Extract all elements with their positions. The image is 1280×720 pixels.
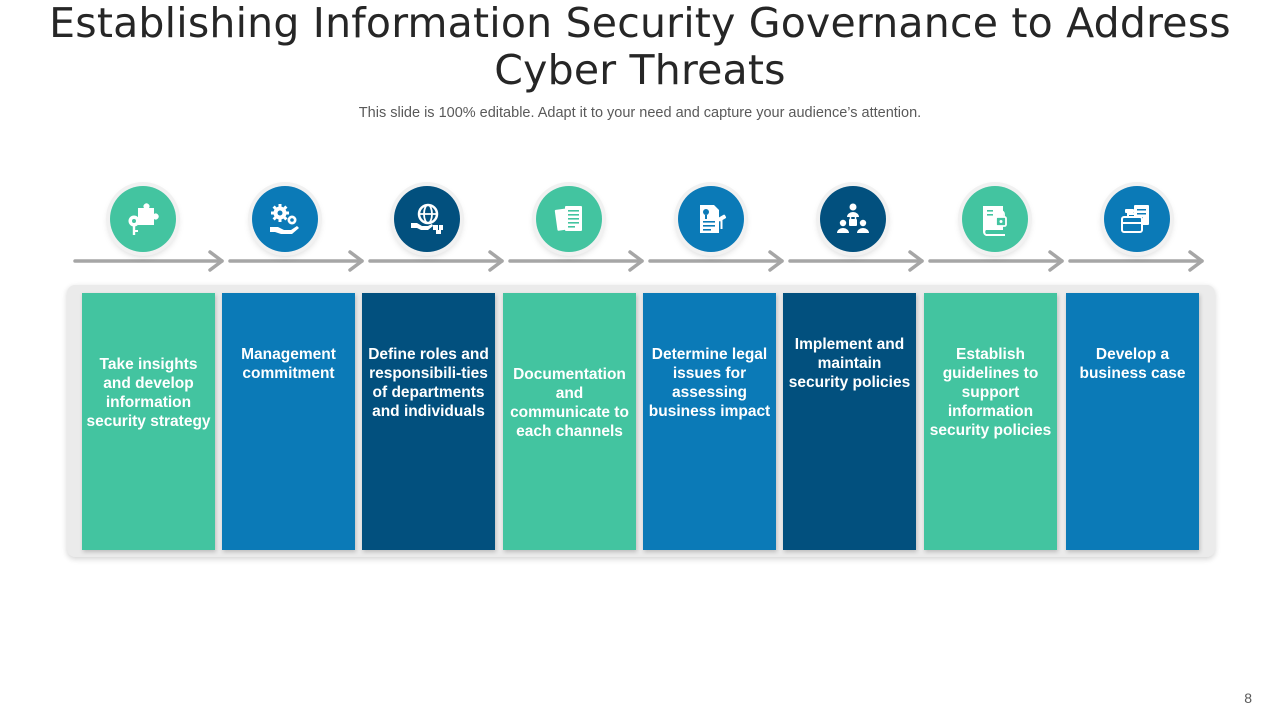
- step-5-card: Determine legal issues for assessing bus…: [643, 293, 776, 550]
- policy-book-lock-icon: [982, 206, 1007, 236]
- step-8-label: Develop a business case: [1079, 346, 1186, 382]
- step-3-icon-circle: [394, 186, 460, 252]
- arrow-segment-8: [1068, 250, 1204, 272]
- step-4-card: Documentation and communicate to each ch…: [503, 293, 636, 550]
- step-1-card: Take insights and develop information se…: [82, 293, 215, 550]
- arrow-segment-6: [788, 250, 924, 272]
- gears-hand-icon: [270, 204, 299, 234]
- slide-subtitle: This slide is 100% editable. Adapt it to…: [358, 105, 922, 121]
- arrow-segment-4: [508, 250, 644, 272]
- briefcase-document-icon: [1121, 205, 1149, 233]
- step-8-icon-circle: [1104, 186, 1170, 252]
- page-number: 8: [1244, 690, 1252, 706]
- arrow-segment-5: [648, 250, 784, 272]
- step-7-card: Establish guidelines to support informat…: [924, 293, 1057, 550]
- step-8-card: Develop a business case: [1066, 293, 1199, 550]
- arrow-segment-3: [368, 250, 504, 272]
- documents-icon: [554, 206, 582, 231]
- step-5-icon-circle: [678, 186, 744, 252]
- puzzle-key-icon: [128, 203, 159, 235]
- step-7-label: Establish guidelines to support informat…: [929, 346, 1052, 439]
- step-4-icon-circle: [536, 186, 602, 252]
- legal-document-icon: [700, 205, 727, 233]
- step-7-icon-circle: [962, 186, 1028, 252]
- step-4-label: Documentation and communicate to each ch…: [510, 366, 629, 440]
- step-6-icon-circle: [820, 186, 886, 252]
- step-2-card: Management commitment: [222, 293, 355, 550]
- step-1-icon-circle: [110, 186, 176, 252]
- arrow-segment-1: [73, 250, 224, 272]
- step-2-label: Management commitment: [241, 346, 336, 382]
- slide-title: Establishing Information Security Govern…: [49, 0, 1231, 94]
- team-security-icon: [837, 203, 869, 233]
- step-3-label: Define roles and responsibili-ties of de…: [368, 346, 489, 420]
- step-5-label: Determine legal issues for assessing bus…: [648, 346, 771, 420]
- step-6-card: Implement and maintain security policies: [783, 293, 916, 550]
- arrow-segment-2: [228, 250, 364, 272]
- arrow-segment-7: [928, 250, 1064, 272]
- globe-hand-icon: [411, 203, 443, 234]
- step-6-label: Implement and maintain security policies: [788, 336, 911, 391]
- step-2-icon-circle: [252, 186, 318, 252]
- step-3-card: Define roles and responsibili-ties of de…: [362, 293, 495, 550]
- step-1-label: Take insights and develop information se…: [86, 356, 211, 430]
